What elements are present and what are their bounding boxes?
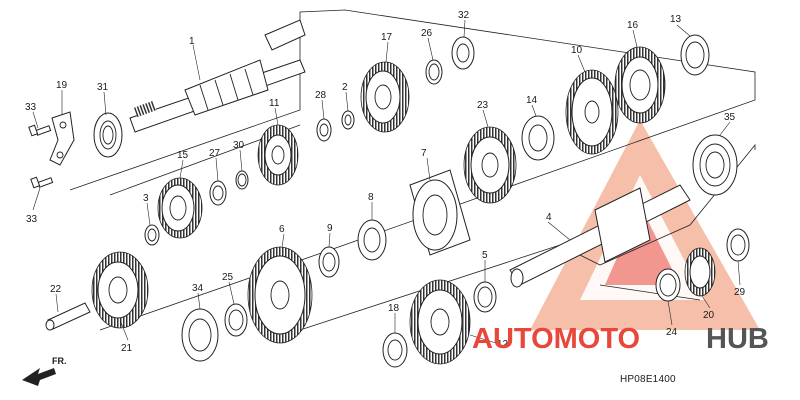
label-28: 28 — [315, 90, 327, 101]
label-35: 35 — [724, 112, 736, 123]
label-30: 30 — [233, 140, 245, 151]
drawing-code: HP08E1400 — [620, 374, 676, 385]
label-24: 24 — [666, 327, 678, 338]
gear-12 — [409, 279, 471, 365]
watermark-word-part2: HUB — [706, 323, 769, 355]
mainshaft-part — [129, 19, 306, 133]
assembly-outline-lower — [299, 143, 756, 331]
needle-bearing-8 — [357, 219, 387, 261]
label-5: 5 — [482, 250, 488, 261]
label-8: 8 — [368, 192, 374, 203]
label-14: 14 — [526, 95, 538, 106]
bearing-32 — [451, 36, 475, 70]
bolt-33-lower — [30, 176, 54, 189]
label-25: 25 — [222, 272, 234, 283]
label-17: 17 — [381, 32, 393, 43]
washer-24 — [655, 268, 681, 302]
label-10: 10 — [571, 45, 583, 56]
washer-25 — [224, 303, 248, 337]
label-33-lower: 33 — [26, 214, 38, 225]
gear-21 — [91, 251, 149, 329]
gear-7 — [409, 169, 471, 256]
label-3: 3 — [143, 193, 149, 204]
bushing-3 — [144, 224, 160, 246]
label-32: 32 — [458, 10, 470, 21]
needle-bearing-13 — [680, 34, 710, 76]
bushing-18 — [382, 332, 408, 368]
bearing-34 — [181, 308, 219, 362]
label-18: 18 — [388, 303, 400, 314]
gear-15 — [157, 177, 203, 239]
label-20: 20 — [703, 310, 715, 321]
gear-10 — [565, 69, 619, 155]
bearing-31 — [93, 112, 123, 158]
label-9: 9 — [327, 223, 333, 234]
label-11: 11 — [269, 98, 280, 109]
gear-20 — [684, 247, 716, 297]
label-1: 1 — [189, 36, 195, 47]
washer-28 — [316, 118, 332, 142]
gear-11 — [257, 124, 299, 186]
gear-6 — [247, 246, 313, 344]
label-12: 12 — [497, 339, 509, 350]
watermark-word-part1: AUTOMOTO — [472, 323, 640, 355]
label-31: 31 — [97, 82, 109, 93]
label-22: 22 — [50, 284, 62, 295]
front-arrow-icon — [22, 368, 56, 386]
label-21: 21 — [121, 343, 133, 354]
label-2: 2 — [342, 82, 348, 93]
bolt-33-upper — [28, 124, 52, 137]
countershaft-4 — [509, 184, 691, 288]
label-19: 19 — [56, 80, 68, 91]
stopper-plate-19 — [49, 111, 75, 166]
front-label: FR. — [52, 356, 67, 366]
gear-23 — [463, 126, 517, 204]
label-26: 26 — [421, 28, 433, 39]
label-15: 15 — [177, 150, 189, 161]
gear-17 — [360, 61, 410, 133]
bearing-35 — [692, 134, 738, 196]
leader-lines — [32, 19, 741, 344]
label-6: 6 — [279, 224, 285, 235]
label-4: 4 — [546, 212, 552, 223]
pin-22 — [45, 302, 91, 331]
part-labels: 1 2 3 4 5 6 7 8 9 10 11 12 13 14 15 16 1… — [25, 10, 746, 354]
label-33-upper: 33 — [25, 102, 37, 113]
washer-27 — [209, 180, 227, 206]
label-13: 13 — [670, 14, 682, 25]
label-34: 34 — [192, 283, 204, 294]
label-27: 27 — [209, 148, 221, 159]
front-direction-indicator: FR. — [22, 356, 67, 386]
watermark-text: AUTOMOTO HUB — [472, 323, 769, 355]
circlip-30 — [235, 170, 249, 190]
label-29: 29 — [734, 287, 746, 298]
bushing-2 — [341, 110, 355, 130]
bushing-9 — [318, 246, 340, 278]
washer-5 — [473, 281, 497, 313]
label-23: 23 — [477, 100, 489, 111]
washer-29 — [726, 228, 750, 262]
washer-26 — [425, 59, 443, 85]
gear-16 — [614, 46, 666, 124]
label-7: 7 — [421, 148, 427, 159]
label-16: 16 — [627, 20, 639, 31]
gear-14 — [521, 115, 555, 161]
